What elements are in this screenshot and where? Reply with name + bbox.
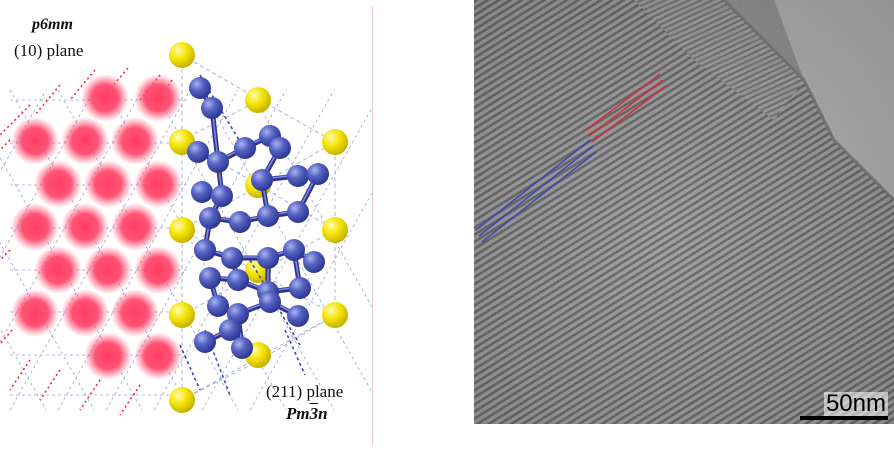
grid-line <box>259 99 336 143</box>
blue-sphere <box>234 137 256 159</box>
blue-sphere <box>221 247 243 269</box>
blue-sphere <box>199 267 221 289</box>
fringe-highlight-blue <box>475 139 597 243</box>
p6mm-cylinder <box>134 246 182 294</box>
fringe-highlight-red <box>585 73 667 143</box>
p6mm-cylinder <box>134 74 182 122</box>
p6mm-cylinder <box>61 117 109 165</box>
blue-sphere <box>211 185 233 207</box>
plane-10-line <box>69 69 96 101</box>
structure-schematic: p6mm (10) plane (211) plane Pm3n <box>0 0 372 450</box>
yellow-sphere <box>169 302 195 328</box>
p6mm-cylinder <box>34 160 82 208</box>
blue-sphere <box>207 295 229 317</box>
panel-divider <box>372 6 373 446</box>
lattice-diagram <box>0 42 372 416</box>
tem-micrograph: 50nm <box>474 0 894 424</box>
p6mm-cylinder <box>11 203 59 251</box>
blue-sphere <box>257 205 279 227</box>
p6mm-cylinder <box>111 117 159 165</box>
blue-sphere <box>219 319 241 341</box>
blue-sphere <box>283 239 305 261</box>
p6mm-cylinder <box>11 117 59 165</box>
plane-10-label: (10) plane <box>14 41 84 60</box>
blue-sphere <box>287 165 309 187</box>
grid-line <box>153 89 335 411</box>
blue-sphere <box>269 137 291 159</box>
plane-10-line <box>119 384 141 416</box>
p6mm-cylinder <box>134 332 182 380</box>
blue-sphere <box>199 207 221 229</box>
yellow-sphere <box>169 387 195 413</box>
plane-10-line <box>104 67 129 96</box>
p6mm-cylinder <box>81 74 129 122</box>
blue-sphere <box>307 163 329 185</box>
plane-10-line <box>0 104 31 137</box>
p6mm-label: p6mm <box>32 16 73 33</box>
blue-sphere <box>287 201 309 223</box>
blue-sphere <box>187 141 209 163</box>
p6mm-cylinders <box>11 74 182 380</box>
yellow-sphere <box>169 217 195 243</box>
p6mm-cylinder <box>134 160 182 208</box>
grid-line <box>249 192 372 411</box>
blue-sphere <box>303 251 325 273</box>
pm3n-blue-spheres <box>187 77 329 359</box>
p6mm-cylinder <box>61 289 109 337</box>
blue-sphere <box>207 151 229 173</box>
p6mm-cylinder <box>84 246 132 294</box>
p6mm-cylinder <box>11 289 59 337</box>
blue-sphere <box>189 77 211 99</box>
yellow-sphere <box>322 302 348 328</box>
blue-sphere <box>259 291 281 313</box>
blue-sphere <box>289 277 311 299</box>
p6mm-cylinder <box>84 160 132 208</box>
plane-10-line <box>39 369 61 401</box>
plane-10-line <box>79 379 101 411</box>
blue-sphere <box>194 239 216 261</box>
grid-line <box>181 359 261 401</box>
yellow-sphere <box>169 42 195 68</box>
blue-sphere <box>251 169 273 191</box>
p6mm-cylinder <box>34 246 82 294</box>
yellow-sphere <box>322 217 348 243</box>
blue-sphere <box>194 331 216 353</box>
p6mm-cylinder <box>84 332 132 380</box>
blue-sphere <box>201 97 223 119</box>
plane-10-line <box>0 249 11 262</box>
pm3n-label: Pm3n <box>286 404 328 423</box>
plane-211-line <box>179 344 201 391</box>
p6mm-cylinder <box>111 203 159 251</box>
grid-line <box>9 89 191 411</box>
tem-image <box>474 0 894 424</box>
plane-10-line <box>9 359 31 391</box>
blue-sphere <box>231 337 253 359</box>
scale-bar <box>800 416 888 420</box>
p6mm-cylinder <box>111 289 159 337</box>
yellow-sphere <box>245 87 271 113</box>
yellow-sphere <box>322 129 348 155</box>
plane-211-line <box>284 329 306 376</box>
plane-211-label: (211) plane <box>266 382 344 401</box>
blue-sphere <box>227 269 249 291</box>
blue-sphere <box>229 211 251 233</box>
grid-line <box>181 54 261 101</box>
grid-line <box>201 89 372 394</box>
grid-line <box>259 314 336 361</box>
p6mm-cylinder <box>61 203 109 251</box>
blue-sphere <box>191 181 213 203</box>
grid-line <box>201 106 372 411</box>
plane-10-line <box>34 84 61 116</box>
scale-bar-label: 50nm <box>823 390 888 417</box>
blue-sphere <box>287 305 309 327</box>
blue-sphere <box>257 247 279 269</box>
